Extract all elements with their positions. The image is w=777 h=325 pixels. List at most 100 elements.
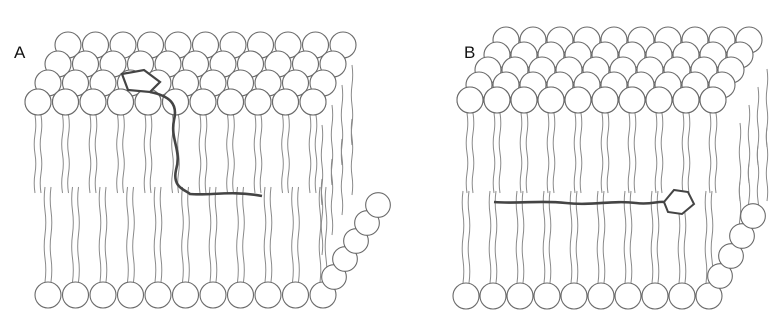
- lipid-tail: [215, 187, 217, 282]
- lipid-head: [53, 89, 79, 115]
- lipid-head: [507, 283, 533, 309]
- lipid-head: [228, 282, 254, 308]
- lipid-head: [80, 89, 106, 115]
- lipid-head: [457, 87, 483, 113]
- lipid-tail: [188, 187, 190, 282]
- lipid-tail: [543, 191, 545, 283]
- lipid-tail: [89, 115, 91, 193]
- lipid-head: [108, 89, 134, 115]
- lipid-tail: [601, 113, 603, 193]
- panel-b-bilayer: B: [453, 27, 768, 309]
- lipid-tail: [237, 187, 239, 282]
- lipid-tail: [522, 191, 524, 283]
- lipid-head: [669, 283, 695, 309]
- lipid-tail: [50, 187, 52, 282]
- lipid-tail: [634, 113, 636, 193]
- lipid-head: [218, 89, 244, 115]
- lipid-tail: [160, 187, 162, 282]
- lipid-tail: [466, 113, 468, 193]
- lipid-head: [484, 87, 510, 113]
- panel-b-label: B: [464, 43, 475, 62]
- lipid-head: [741, 204, 766, 229]
- lipid-tail: [68, 115, 70, 193]
- lipid-head: [700, 87, 726, 113]
- lipid-tail: [468, 191, 470, 283]
- lipid-tail: [661, 113, 663, 193]
- lipid-tail: [341, 139, 342, 215]
- lipid-head: [273, 89, 299, 115]
- lipid-tail: [288, 115, 290, 193]
- lipid-tail: [62, 115, 64, 193]
- lipid-tail: [282, 115, 284, 193]
- lipid-tail: [472, 113, 474, 193]
- lipid-tail: [123, 115, 125, 193]
- lipid-tail: [597, 191, 599, 283]
- lipid-tail: [766, 127, 767, 201]
- lipid-tail: [209, 187, 211, 282]
- lipid-tail: [40, 115, 42, 193]
- lipid-tail: [78, 187, 80, 282]
- lipid-tail: [549, 191, 551, 283]
- lipid-head: [534, 283, 560, 309]
- lipid-tail: [205, 115, 207, 193]
- panel-a-label: A: [14, 43, 26, 62]
- lipid-tail: [321, 179, 322, 255]
- lipid-tail: [547, 113, 549, 193]
- lipid-head: [511, 87, 537, 113]
- lipid-tail: [526, 113, 528, 193]
- lipid-tail: [657, 191, 659, 283]
- lipid-head: [173, 282, 199, 308]
- lipid-head: [190, 89, 216, 115]
- lipid-tail: [264, 187, 266, 282]
- lipid-tail: [331, 159, 332, 235]
- lipid-tail: [133, 187, 135, 282]
- lipid-tail: [144, 115, 146, 193]
- lipid-head: [561, 283, 587, 309]
- lipid-tail: [150, 115, 152, 193]
- lipid-tail: [95, 115, 97, 193]
- lipid-tail: [34, 115, 36, 193]
- lipid-tail: [574, 113, 576, 193]
- lipid-head: [615, 283, 641, 309]
- lipid-tail: [298, 187, 300, 282]
- lipid-head: [453, 283, 479, 309]
- panel-b-lipid-heads: [453, 27, 765, 309]
- lipid-head: [300, 89, 326, 115]
- lipid-tail: [553, 113, 555, 193]
- lipid-tail: [127, 187, 129, 282]
- lipid-head: [255, 282, 281, 308]
- lipid-tail: [243, 187, 245, 282]
- lipid-tail: [624, 191, 626, 283]
- lipid-tail: [651, 191, 653, 283]
- lipid-tail: [516, 191, 518, 283]
- lipid-tail: [580, 113, 582, 193]
- lipid-tail: [630, 191, 632, 283]
- lipid-head: [200, 282, 226, 308]
- lipid-tail: [489, 191, 491, 283]
- hydrocarbon-chain: [494, 202, 664, 204]
- lipid-tail: [292, 187, 294, 282]
- lipid-head: [245, 89, 271, 115]
- lipid-tail: [682, 113, 684, 193]
- lipid-head: [25, 89, 51, 115]
- lipid-head: [588, 283, 614, 309]
- lipid-tail: [72, 187, 74, 282]
- lipid-head: [565, 87, 591, 113]
- lipid-tail: [603, 191, 605, 283]
- lipid-tail: [462, 191, 464, 283]
- lipid-head: [538, 87, 564, 113]
- lipid-head: [646, 87, 672, 113]
- lipid-tail: [319, 187, 321, 282]
- panel-a-lipid-heads: [25, 32, 390, 308]
- lipid-tail: [199, 115, 201, 193]
- lipid-tail: [260, 115, 262, 193]
- panel-a-bilayer: A: [14, 32, 390, 308]
- lipid-tail: [715, 113, 717, 193]
- lipid-tail: [493, 113, 495, 193]
- lipid-head: [283, 282, 309, 308]
- lipid-tail: [44, 187, 46, 282]
- lipid-tail: [270, 187, 272, 282]
- lipid-head: [480, 283, 506, 309]
- lipid-tail: [182, 187, 184, 282]
- lipid-tail: [688, 113, 690, 193]
